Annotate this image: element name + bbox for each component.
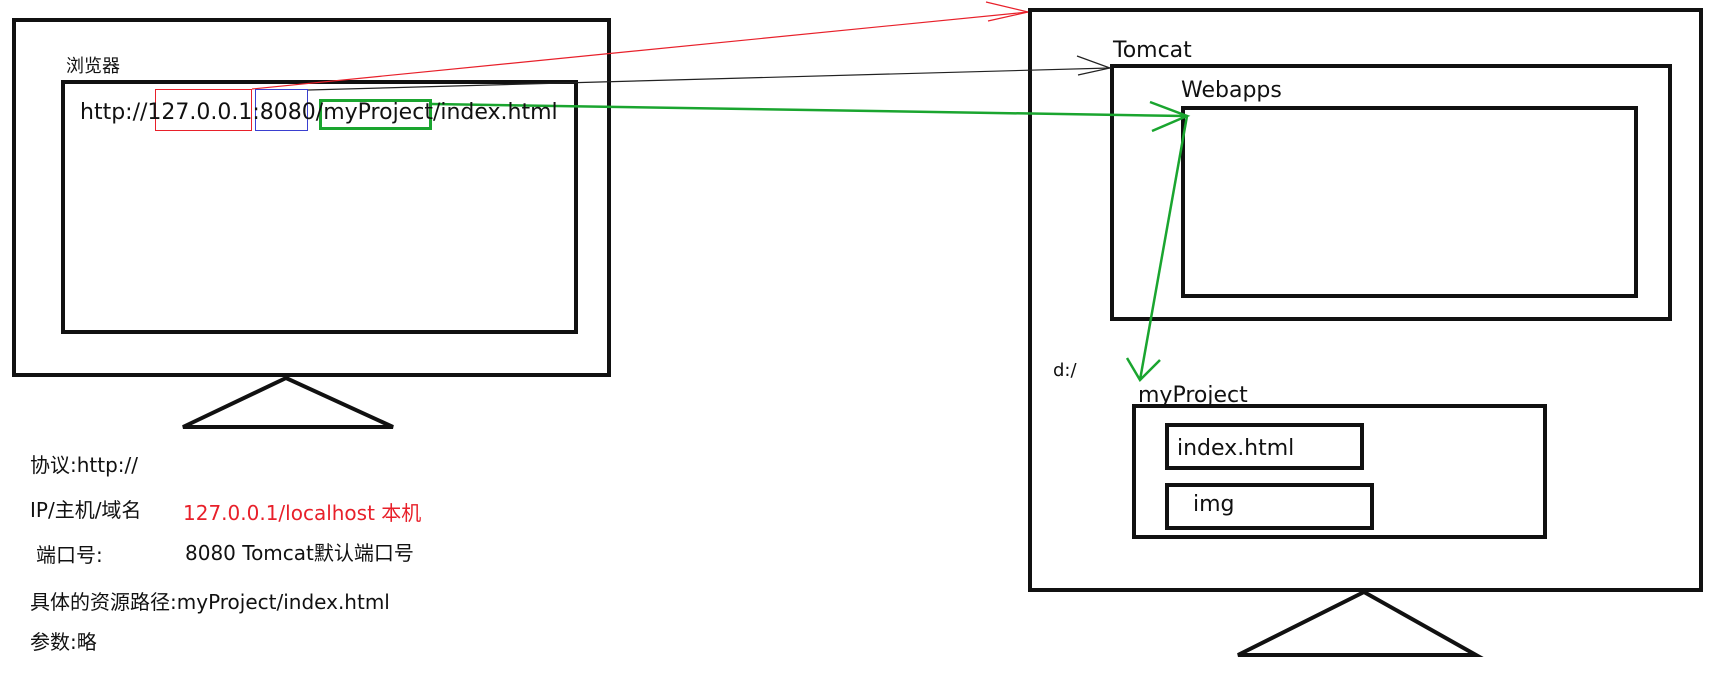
webapps-box [1181, 106, 1638, 298]
server-monitor-frame [1028, 8, 1703, 592]
path-value: myProject/index.html [176, 590, 390, 614]
img-file-label: img [1193, 492, 1235, 517]
client-monitor-stand [182, 375, 394, 429]
host-arrow-line [251, 11, 1029, 90]
host-highlight-box [155, 89, 252, 131]
port-arrow-line [307, 67, 1111, 91]
protocol-label: 协议: [30, 453, 77, 477]
drive-label: d:/ [1053, 360, 1077, 381]
tomcat-box [1110, 64, 1672, 321]
port-note-label: 端口号: [36, 543, 103, 567]
params-value: 略 [76, 630, 97, 654]
path-note: 具体的资源路径:myProject/index.html [30, 592, 390, 612]
url-colon: : [252, 100, 260, 125]
myproject-folder-label: myProject [1138, 383, 1248, 408]
project-arrow-line [431, 102, 1186, 118]
path-label: 具体的资源路径: [30, 590, 177, 614]
host-note-label: IP/主机/域名 [30, 498, 142, 522]
params-note: 参数:略 [30, 632, 97, 652]
params-label: 参数: [30, 630, 77, 654]
url-project: myProject [323, 100, 433, 125]
port-note-value: 8080 Tomcat默认端口号 [185, 541, 414, 565]
deploy-arrow-line [1138, 115, 1189, 381]
index-file-box [1165, 423, 1364, 470]
url-scheme: http:// [80, 100, 148, 125]
server-monitor-stand [1237, 589, 1484, 657]
host-arrow-head [985, 1, 1029, 22]
deploy-arrow-head [1125, 357, 1161, 383]
client-monitor-frame [12, 18, 611, 377]
protocol-value: http:// [76, 453, 139, 477]
port-highlight-box [255, 89, 308, 131]
url-slash: / [315, 100, 324, 125]
webapps-label: Webapps [1181, 78, 1282, 103]
url-host: 127.0.0.1 [147, 100, 253, 125]
host-note-value: 127.0.0.1/localhost 本机 [183, 501, 422, 525]
browser-title: 浏览器 [66, 56, 120, 77]
tomcat-label: Tomcat [1113, 38, 1192, 63]
url-port: 8080 [259, 100, 316, 125]
url-path: /index.html [432, 100, 558, 125]
myproject-folder-box [1132, 404, 1547, 539]
protocol-note: 协议:http:// [30, 455, 138, 475]
index-file-label: index.html [1177, 436, 1295, 461]
browser-url: http://127.0.0.1:8080/myProject/index.ht… [80, 102, 558, 124]
port-arrow-head [1076, 55, 1113, 76]
img-file-box [1165, 483, 1374, 530]
project-highlight-box [319, 99, 432, 130]
